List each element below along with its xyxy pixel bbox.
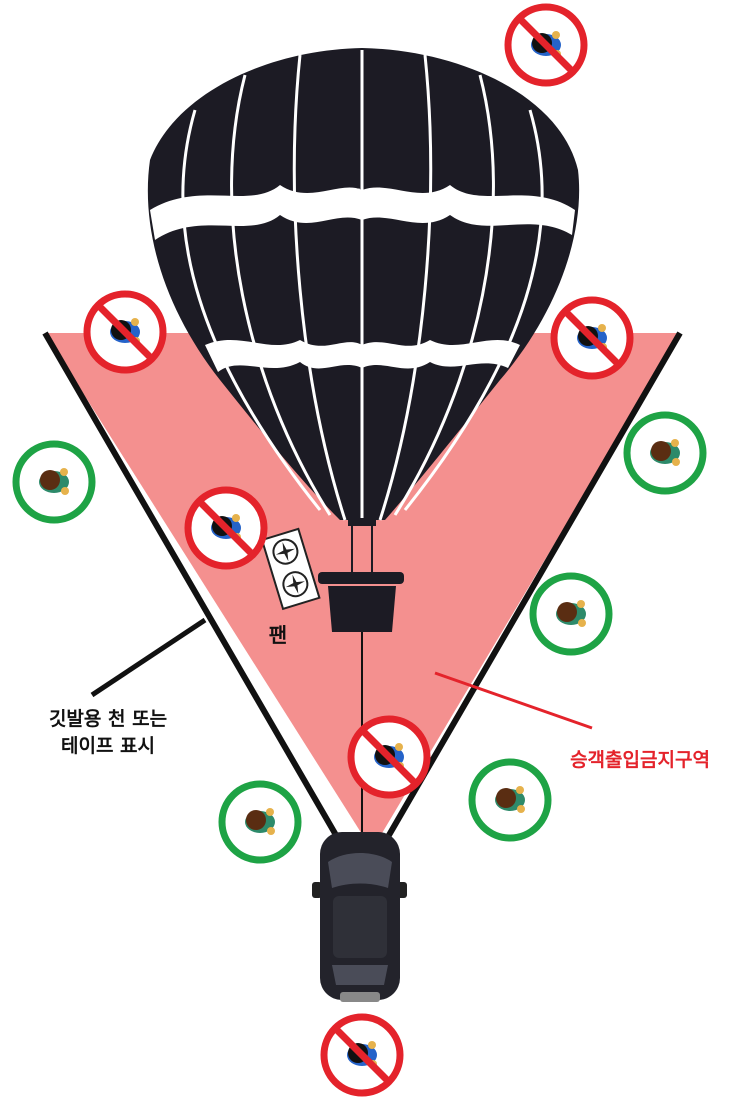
hot-air-balloon-icon xyxy=(147,48,580,632)
car-icon xyxy=(312,832,407,1002)
person-prohibited-icon xyxy=(184,486,268,570)
balloon-label: 풍선 xyxy=(344,186,381,210)
fan-label: 팬 xyxy=(269,623,287,647)
no-entry-zone-label: 승객출입금지구역 xyxy=(570,749,710,771)
zone-boundary-right xyxy=(382,331,683,844)
boundary-label-line1: 깃발용 천 또는 xyxy=(49,708,167,730)
person-prohibited-icon xyxy=(347,715,431,799)
boundary-label-line2: 테이프 표시 xyxy=(61,735,155,757)
boundary-leader-line xyxy=(90,617,207,698)
zone-leader-line xyxy=(434,671,593,730)
person-allowed-icon xyxy=(529,572,613,656)
person-allowed-icon xyxy=(12,440,96,524)
zone-boundary-left xyxy=(42,331,343,844)
person-allowed-icon xyxy=(468,758,552,842)
fan-icon xyxy=(260,527,321,611)
person-prohibited-icon xyxy=(550,296,634,380)
person-prohibited-icon xyxy=(83,290,167,374)
person-prohibited-icon xyxy=(504,3,588,87)
person-allowed-icon xyxy=(623,411,707,495)
person-allowed-icon xyxy=(218,780,302,864)
person-prohibited-icon xyxy=(320,1013,404,1097)
